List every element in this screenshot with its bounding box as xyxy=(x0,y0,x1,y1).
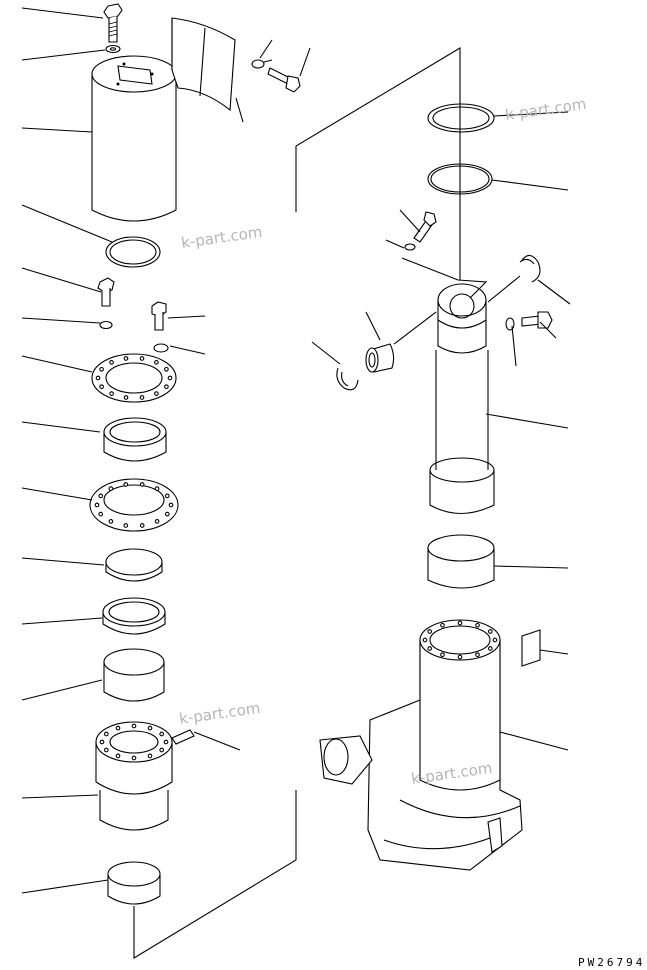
bolt-hole xyxy=(131,755,137,761)
knuckle-housing xyxy=(319,619,541,871)
bolt-hole xyxy=(109,391,114,396)
bolt-hole xyxy=(440,622,445,628)
shield-plate xyxy=(171,17,236,112)
snap-ring-left xyxy=(336,367,359,391)
bolt-hole xyxy=(123,395,129,400)
bolt-hole xyxy=(154,391,159,396)
bolt-right xyxy=(521,311,553,329)
bolt-hole xyxy=(99,739,105,745)
cover-cylinder xyxy=(91,55,177,222)
bolt-hole xyxy=(95,375,101,381)
leader-lines xyxy=(21,7,571,959)
bolt-side xyxy=(267,67,301,93)
bushing-1 xyxy=(103,648,165,702)
bolt-hole xyxy=(457,620,463,626)
washer-4 xyxy=(153,343,169,353)
bolt-hole xyxy=(115,725,121,731)
o-ring-1 xyxy=(105,236,161,268)
bolt-hole xyxy=(168,502,174,508)
bolt-hole xyxy=(139,482,145,487)
flange-ring-1 xyxy=(91,353,177,403)
bolt-hole xyxy=(103,731,109,737)
bolt-hole xyxy=(99,384,104,390)
watermark-2: k-part.com xyxy=(180,223,263,252)
bolt-hole xyxy=(154,519,160,524)
bolt-hole xyxy=(147,753,153,759)
bolt-hole xyxy=(457,654,463,660)
washer-2 xyxy=(251,59,265,69)
bolt-hole xyxy=(164,511,170,517)
bolt-hole xyxy=(99,366,104,372)
bolt-hole xyxy=(154,360,159,365)
bolt-hole xyxy=(98,493,104,499)
bolt-hole xyxy=(147,725,153,731)
pin-bushing xyxy=(365,343,395,373)
bolt-hole xyxy=(163,739,169,745)
bolt-3 xyxy=(151,301,167,331)
bolt-hole xyxy=(159,747,165,753)
bolt-hole xyxy=(475,622,480,628)
bolt-hole xyxy=(487,629,493,634)
bolt-top xyxy=(103,3,123,43)
bearing-1 xyxy=(103,417,167,462)
bolt-hole xyxy=(139,395,145,400)
bolt-hole xyxy=(123,356,129,361)
bolt-hole xyxy=(427,629,433,634)
bolt-hole xyxy=(164,384,169,390)
snap-ring-right xyxy=(519,254,541,283)
bolt-hole xyxy=(154,486,160,491)
bolt-hole xyxy=(139,356,145,361)
bearing-2 xyxy=(102,597,166,635)
bolt-hole xyxy=(475,652,480,658)
bolt-hole xyxy=(159,731,165,737)
bolt-hole xyxy=(94,502,100,508)
bolt-hole xyxy=(167,375,173,381)
bolt-hole xyxy=(164,493,170,499)
watermark-3: k-part.com xyxy=(178,699,261,728)
bolt-hole xyxy=(139,523,145,528)
bolt-hole xyxy=(115,753,121,759)
bolt-hole xyxy=(492,637,498,643)
housing-flange xyxy=(95,721,195,831)
bolt-hole xyxy=(440,652,445,658)
washer-right xyxy=(505,317,515,331)
bolt-hole xyxy=(422,637,428,643)
washer-3 xyxy=(99,320,113,330)
cylinder-tube xyxy=(427,534,495,589)
bolt-hole xyxy=(487,646,493,651)
bolt-hole xyxy=(427,646,433,651)
drawing-code: PW26794 xyxy=(578,956,645,969)
watermark-1: k-part.com xyxy=(504,95,587,124)
grease-fitting xyxy=(404,211,437,251)
o-ring-large xyxy=(427,103,495,133)
bolt-hole xyxy=(98,511,104,517)
flange-ring-2 xyxy=(89,478,179,532)
bolt-hole xyxy=(109,360,114,365)
bolt-2 xyxy=(97,277,115,307)
bolt-hole xyxy=(108,519,114,524)
bolt-hole xyxy=(103,747,109,753)
bolt-hole xyxy=(164,366,169,372)
ring-1 xyxy=(105,548,163,582)
bolt-hole xyxy=(108,486,114,491)
bolt-hole xyxy=(131,723,137,729)
bushing-2 xyxy=(107,861,161,905)
piston-rod xyxy=(429,283,495,514)
bolt-hole xyxy=(123,523,129,528)
bolt-hole xyxy=(123,482,129,487)
